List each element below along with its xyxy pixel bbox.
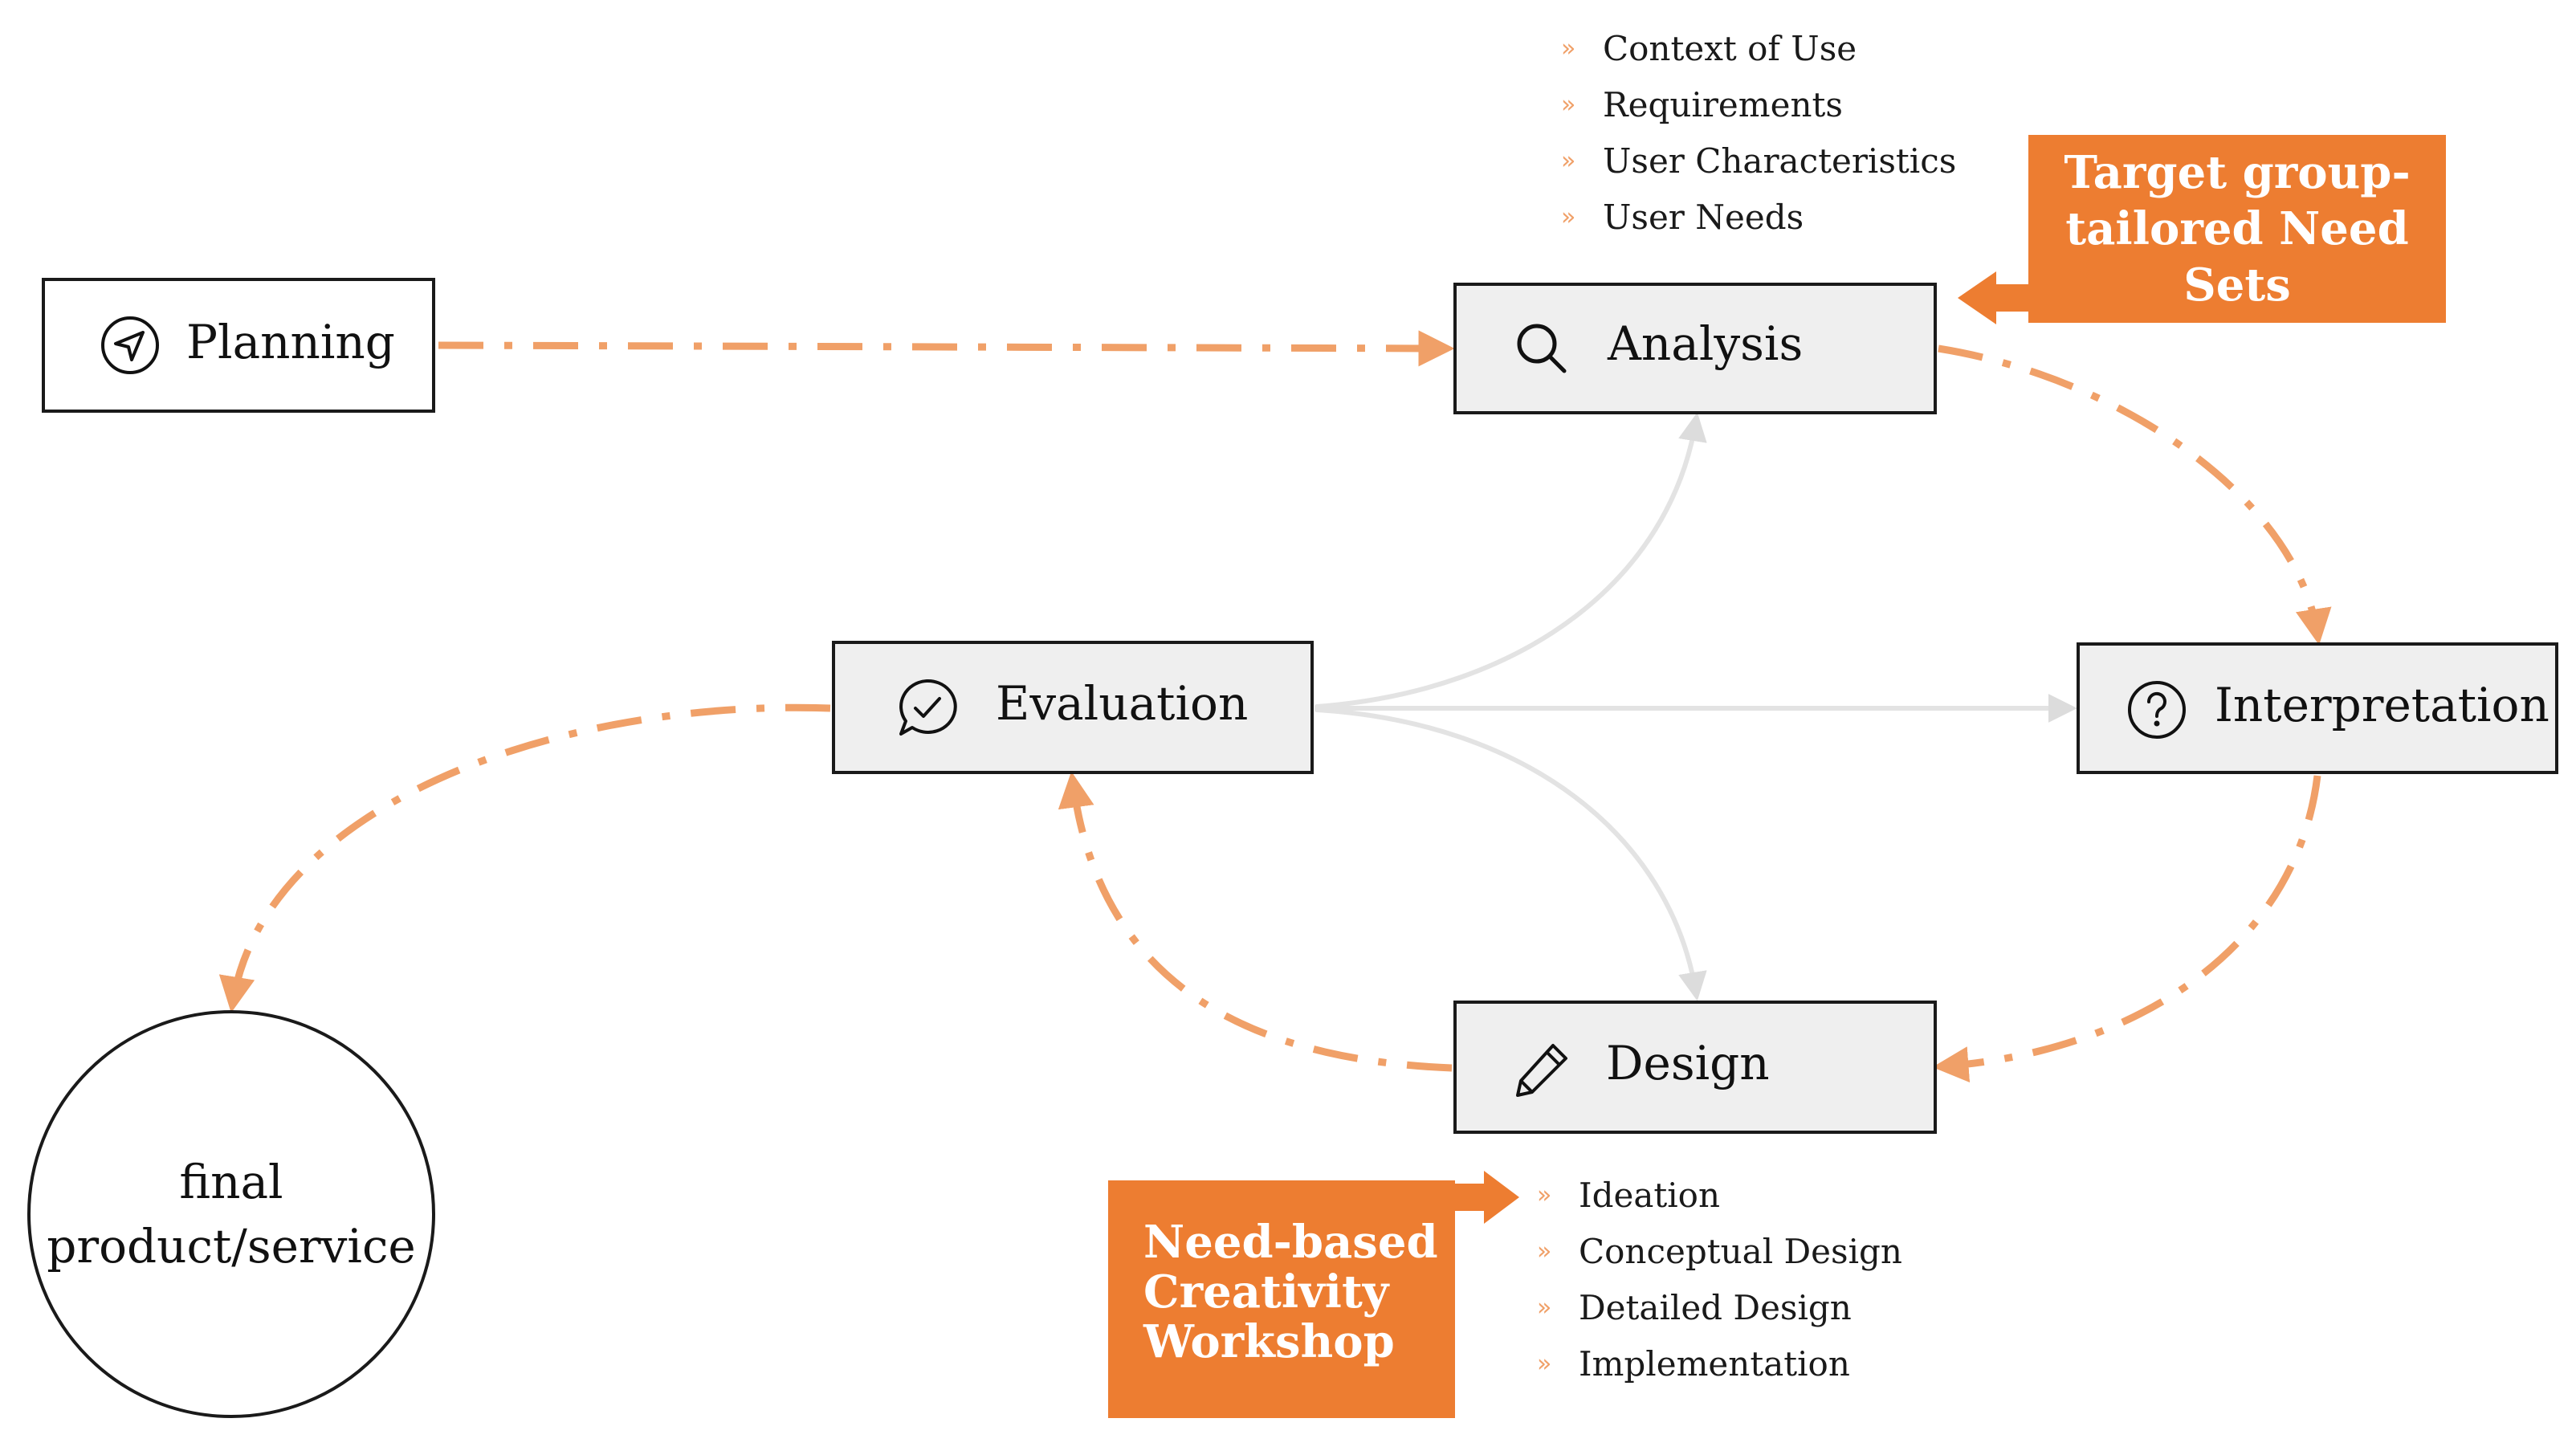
list-item: » Requirements [1561,77,1956,133]
creativity-workshop-callout: Need-based Creativity Workshop [1108,1180,1455,1418]
search-icon [1517,324,1567,373]
evaluation-to-analysis-arrow [1314,412,1707,709]
list-item: » Implementation [1537,1336,1902,1392]
evaluation-node[interactable]: Evaluation [832,641,1314,774]
list-item: » Conceptual Design [1537,1224,1902,1280]
bullet-chevron-icon: » [1537,1237,1552,1266]
bullet-chevron-icon: » [1537,1350,1552,1378]
list-item: » Detailed Design [1537,1280,1902,1336]
analysis-bullet-list: » Context of Use » Requirements » User Char… [1561,21,1956,246]
target-callout-pointer [1958,271,2040,324]
bullet-text: User Characteristics [1603,141,1957,181]
bullet-text: Ideation [1579,1176,1721,1215]
design-bullet-list: » Ideation » Conceptual Design » Detailed D… [1537,1168,1902,1392]
callout-line: tailored Need [2065,202,2409,255]
final-product-line-2: product/service [47,1219,416,1274]
evaluation-label: Evaluation [996,676,1249,731]
design-node[interactable]: Design [1453,1001,1937,1134]
bullet-chevron-icon: » [1561,203,1576,231]
list-item: » Context of Use [1561,21,1956,77]
chat-check-icon [899,679,957,736]
interpretation-label: Interpretation [2215,678,2550,732]
planning-to-analysis-arrow [438,330,1455,367]
list-item: » User Characteristics [1561,133,1956,190]
bullet-text: Context of Use [1603,29,1857,68]
bullet-chevron-icon: » [1561,91,1576,119]
interpretation-to-design-arrow [1932,775,2321,1083]
callout-line: Sets [2183,259,2291,312]
bullet-text: Detailed Design [1579,1288,1852,1327]
callout-line: Workshop [1143,1315,1395,1368]
callout-line: Target group- [2064,146,2411,199]
callout-line: Need-based [1143,1216,1438,1269]
analysis-node[interactable]: Analysis [1453,283,1937,414]
final-product-line-1: final [179,1155,283,1209]
final-product-circle[interactable]: final product/service [27,1010,435,1418]
bullet-chevron-icon: » [1537,1181,1552,1209]
bullet-chevron-icon: » [1537,1294,1552,1322]
evaluation-to-final-product-arrow [218,703,831,1013]
bullet-text: Requirements [1603,85,1843,124]
creativity-callout-pointer [1445,1171,1519,1224]
bullet-chevron-icon: » [1561,147,1576,175]
navigation-arrow-icon [101,316,159,374]
callout-line: Creativity [1143,1266,1389,1319]
planning-label: Planning [186,315,395,369]
evaluation-to-design-arrow [1314,707,1707,1001]
interpretation-node[interactable]: Interpretation [2077,642,2558,774]
bullet-text: Implementation [1579,1344,1850,1384]
list-item: » User Needs [1561,190,1956,246]
planning-node[interactable]: Planning [42,278,435,413]
design-to-evaluation-arrow [1058,771,1453,1072]
analysis-label: Analysis [1608,316,1804,371]
pencil-icon [1516,1044,1567,1097]
design-label: Design [1606,1036,1770,1090]
bullet-chevron-icon: » [1561,35,1576,63]
analysis-to-interpretation-arrow [1938,344,2332,646]
list-item: » Ideation [1537,1168,1902,1224]
bullet-text: Conceptual Design [1579,1232,1902,1271]
target-group-callout: Target group- tailored Need Sets [2028,135,2446,323]
question-icon [2128,681,2186,739]
bullet-text: User Needs [1603,198,1804,237]
